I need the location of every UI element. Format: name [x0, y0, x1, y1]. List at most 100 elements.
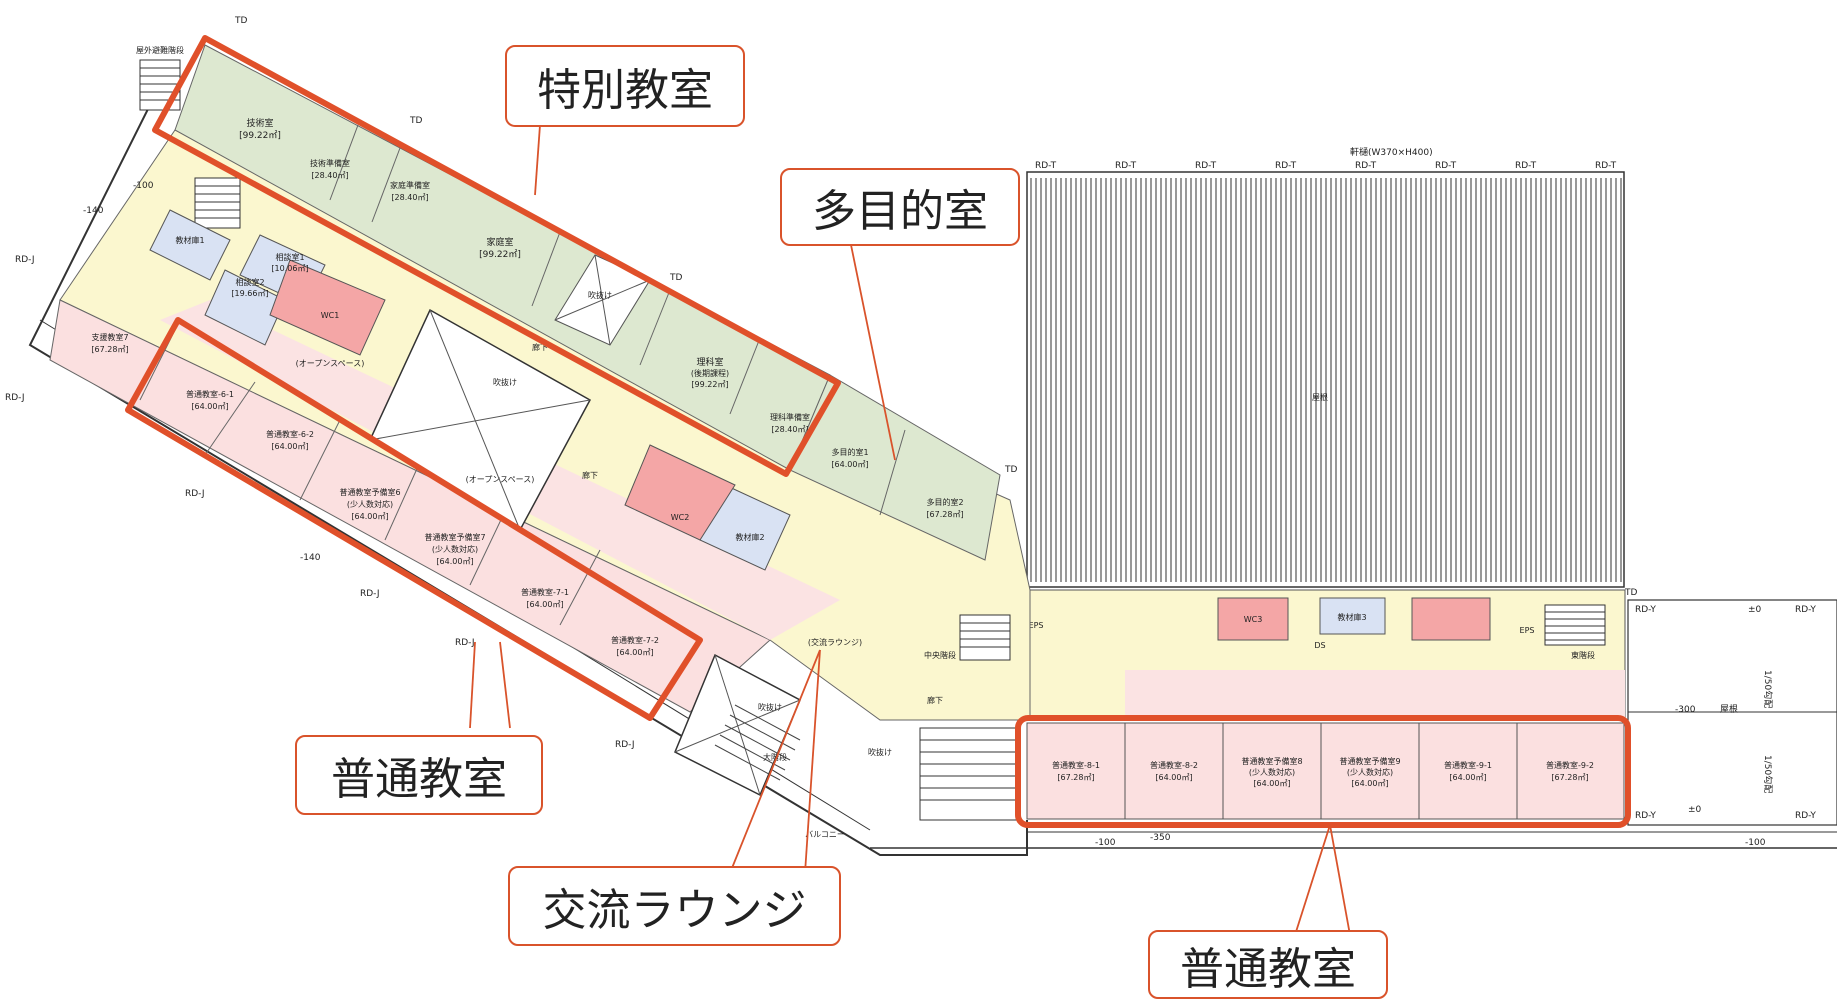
room-reserve7-sub: (少人数対応) [432, 544, 478, 554]
east-stair [1544, 604, 1606, 646]
east-corridor-pink [1125, 670, 1625, 720]
east-toilet [1411, 597, 1491, 641]
west-stair [194, 177, 241, 229]
ds-label: DS [1314, 641, 1325, 650]
room-storage2: 教材庫2 [735, 532, 764, 542]
storage1-room [149, 209, 231, 281]
room-reserve6-area: [64.00㎡] [351, 512, 388, 521]
consult2-room [204, 269, 286, 346]
room-reserve7: 普通教室予備室7 [424, 532, 485, 542]
corridor-bottom: 廊下 [927, 695, 943, 705]
outer-wall [28, 104, 1028, 856]
center-stair-label: 中央階段 [924, 650, 956, 660]
lower-void-x1 [714, 654, 761, 796]
room-gen71-area: [64.00㎡] [526, 600, 563, 609]
room-gen81: 普通教室-8-1 [1052, 760, 1100, 770]
frame-general-right [1015, 715, 1631, 828]
room-science-prep: 理科準備室 [770, 412, 810, 422]
room-gen71: 普通教室-7-1 [521, 587, 569, 597]
room-multi1: 多目的室1 [831, 447, 868, 457]
void-central-label: 吹抜け [493, 377, 517, 387]
room-reserve8-area: [64.00㎡] [1253, 779, 1290, 788]
room-home-prep: 家庭準備室 [390, 180, 430, 190]
wc2-room [624, 444, 736, 541]
level-m140: -140 [300, 553, 321, 563]
room-reserve6: 普通教室予備室6 [339, 487, 400, 497]
td-3: TD [669, 273, 682, 283]
tag-rdt-4: RD-T [1275, 161, 1297, 171]
room-gen72: 普通教室-7-2 [611, 635, 659, 645]
tag-rdt-1: RD-T [1035, 161, 1057, 171]
roof-stripes [1030, 178, 1622, 582]
room-reserve9-sub: (少人数対応) [1347, 767, 1393, 777]
room-gen92: 普通教室-9-2 [1546, 760, 1594, 770]
tag-rdj-5: RD-J [455, 638, 475, 648]
tag-rdj-2: RD-J [5, 393, 25, 403]
eps-east: EPS [1029, 621, 1044, 630]
level-m100-b: -100 [133, 181, 154, 191]
frame-general-left [125, 317, 703, 721]
special-dividers [329, 124, 906, 516]
room-tech1-area: [99.22㎡] [239, 130, 281, 141]
room-wc2: WC2 [671, 513, 690, 522]
room-gen91: 普通教室-9-1 [1444, 760, 1492, 770]
room-storage1: 教材庫1 [175, 235, 204, 245]
room-consult1-area: [10.06㎡] [271, 264, 308, 273]
tag-rdt-6: RD-T [1435, 161, 1457, 171]
eps-east2: EPS [1520, 626, 1535, 635]
room-consult2: 相談室2 [235, 277, 264, 287]
roof-label: 屋根 [1312, 392, 1328, 402]
wc3-label: WC3 [1244, 615, 1263, 624]
tag-rdj-6: RD-J [615, 740, 635, 750]
callout-lounge: 交流ラウンジ [508, 866, 841, 946]
room-reserve9: 普通教室予備室9 [1339, 756, 1400, 766]
wc1-room [269, 259, 386, 356]
room-tech1: 技術室 [246, 117, 273, 129]
tag-rdt-5: RD-T [1355, 161, 1377, 171]
room-gen61-area: [64.00㎡] [191, 402, 228, 411]
room-support7: 支援教室7 [91, 332, 128, 342]
room-multi1-area: [64.00㎡] [831, 460, 868, 469]
tag-rdy-4: RD-Y [1795, 811, 1816, 821]
room-reserve6-sub: (少人数対応) [347, 499, 393, 509]
center-stair [959, 614, 1011, 661]
room-reserve8-sub: (少人数対応) [1249, 767, 1295, 777]
room-wc1: WC1 [321, 311, 340, 320]
room-tech-prep: 技術準備室 [310, 158, 350, 168]
room-gen91-area: [64.00㎡] [1449, 773, 1486, 782]
room-tech-prep-area: [28.40㎡] [311, 171, 348, 180]
level-pm0-a: ±0 [1748, 605, 1762, 615]
corridor-top: 廊下 [532, 342, 548, 352]
room-gen61: 普通教室-6-1 [186, 389, 234, 399]
outdoor-stair-label: 屋外避難階段 [136, 45, 184, 55]
tag-rdj-3: RD-J [185, 489, 205, 499]
room-gen92-area: [67.28㎡] [1551, 773, 1588, 782]
frame-special [152, 35, 841, 477]
room-home-prep-area: [28.40㎡] [391, 193, 428, 202]
room-home-area: [99.22㎡] [479, 249, 521, 260]
void-lower-label: 吹抜け [758, 702, 782, 712]
tag-rdj-4: RD-J [360, 589, 380, 599]
tag-rdt-3: RD-T [1195, 161, 1217, 171]
tag-rdj-1: RD-J [15, 255, 35, 265]
big-stair-label: 大階段 [763, 752, 787, 762]
level-m140-b: -140 [83, 206, 104, 216]
corridor-mid: 廊下 [582, 470, 598, 480]
room-home: 家庭室 [486, 236, 513, 248]
open-space-2: (オープンスペース) [466, 475, 535, 484]
room-gen82: 普通教室-8-2 [1150, 760, 1198, 770]
room-gen62: 普通教室-6-2 [266, 429, 314, 439]
outdoor-stair [139, 59, 181, 111]
room-reserve8: 普通教室予備室8 [1241, 756, 1302, 766]
bridge-stair [919, 727, 1021, 821]
tag-rdt-7: RD-T [1515, 161, 1537, 171]
room-gen72-area: [64.00㎡] [616, 648, 653, 657]
room-gen81-area: [67.28㎡] [1057, 773, 1094, 782]
room-multi2: 多目的室2 [926, 497, 963, 507]
td-4: TD [1004, 465, 1017, 475]
room-science-area: [99.22㎡] [691, 380, 728, 389]
east-stair-label: 東階段 [1571, 650, 1595, 660]
highlight-frames [125, 35, 1631, 828]
open-space-1: (オープンスペース) [296, 359, 365, 368]
